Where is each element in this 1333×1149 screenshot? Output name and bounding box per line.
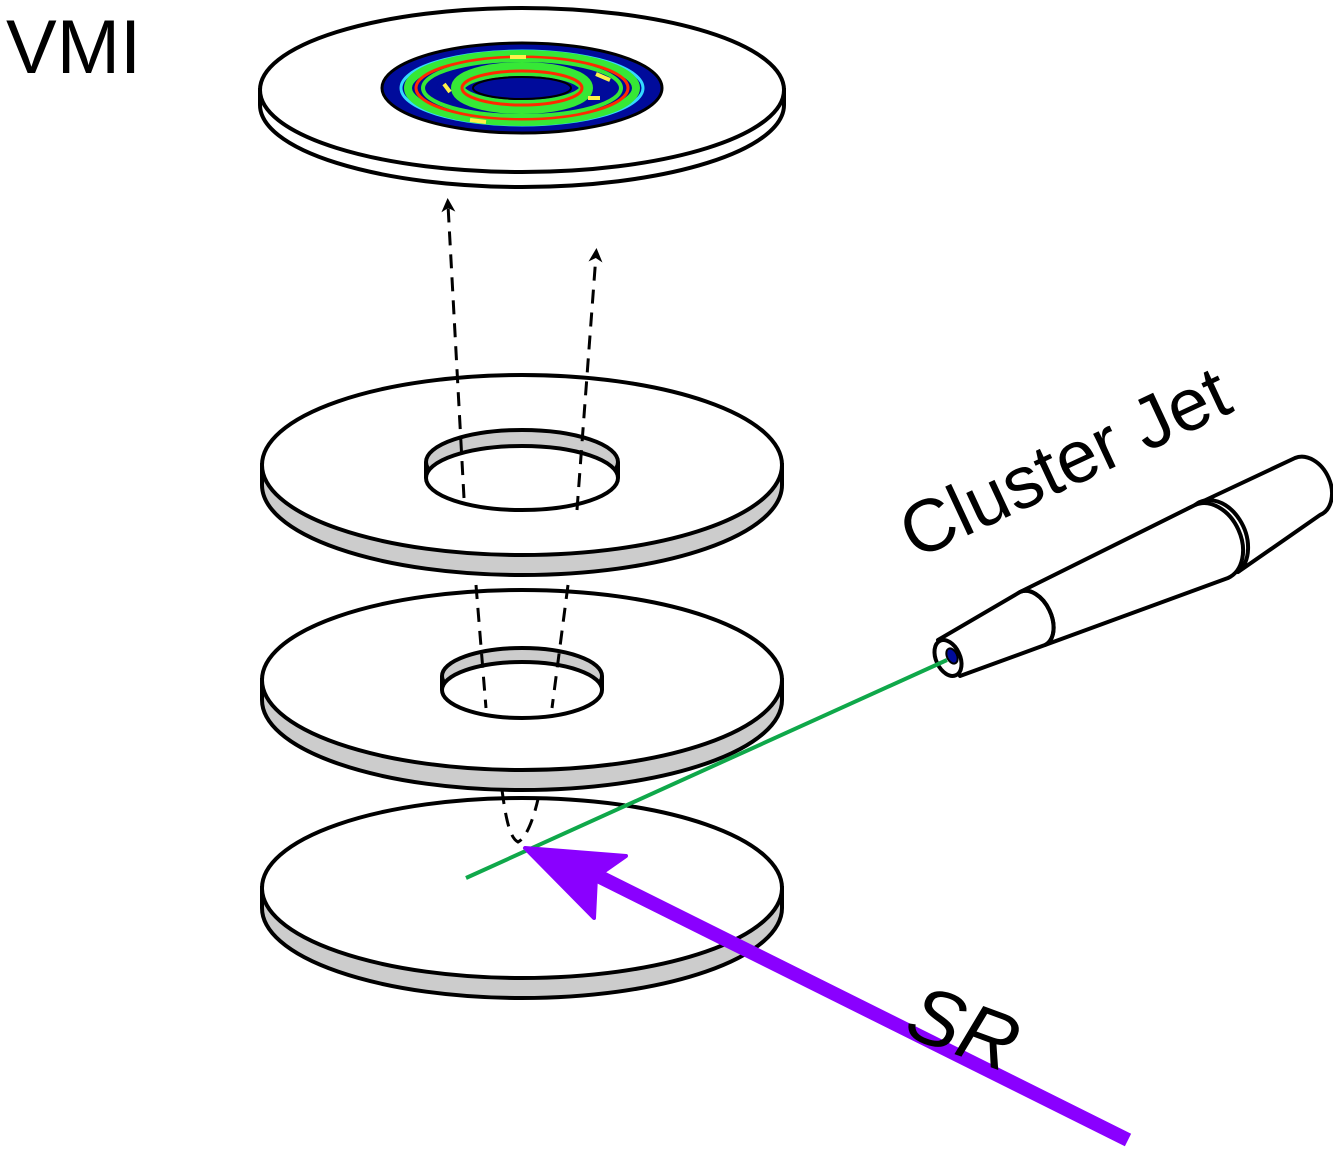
ground-plate (260, 373, 784, 577)
vmi-label: VMI (6, 5, 141, 90)
sr-arrow (523, 846, 1132, 1147)
cluster-beam-line (465, 658, 948, 880)
vmi-image (380, 41, 664, 135)
extractor-plate (260, 588, 784, 792)
vmi-detector (258, 6, 786, 189)
cluster-jet-nozzle (932, 454, 1333, 678)
repeller-plate (260, 796, 784, 1000)
sr-label: SR (896, 967, 1031, 1089)
ion-trajectories (441, 198, 603, 844)
